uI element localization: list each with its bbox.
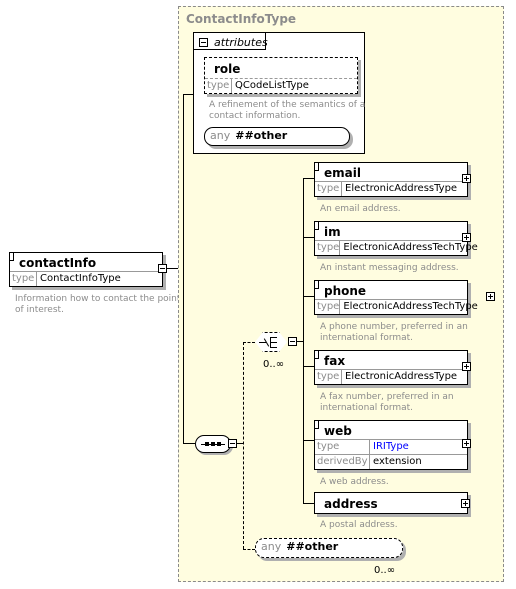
connector-line: [303, 296, 314, 297]
sequence-dot-icon: [205, 442, 209, 446]
connector-line: [297, 341, 303, 342]
any-label: any: [210, 129, 231, 142]
attributes-label: attributes: [214, 36, 268, 49]
element-marker-icon: [315, 351, 319, 359]
element-name: address: [324, 497, 378, 511]
type-value: QCodeListType: [235, 80, 309, 91]
expand-icon[interactable]: [462, 439, 471, 448]
any-occurrence: 0..∞: [374, 565, 396, 576]
connector-line: [303, 178, 314, 179]
connector-line-dashed: [243, 342, 255, 343]
expand-icon[interactable]: [486, 292, 495, 301]
type-label: type: [205, 79, 232, 93]
element-doc: A postal address.: [320, 520, 398, 530]
connector-line: [303, 440, 314, 441]
connector-line: [303, 366, 314, 367]
element-marker-icon: [10, 253, 14, 261]
type-value: ContactInfoType: [40, 273, 121, 284]
sequence-compositor[interactable]: [195, 435, 231, 453]
type-label: type: [315, 370, 342, 384]
element-web[interactable]: web type IRIType derivedBy extension: [314, 420, 468, 470]
expand-icon[interactable]: [462, 233, 471, 242]
connector-line: [183, 94, 193, 95]
collapse-attributes-icon[interactable]: [199, 38, 208, 47]
sequence-dot-icon: [211, 442, 215, 446]
derived-label: derivedBy: [315, 455, 370, 469]
collapse-sequence-icon[interactable]: [228, 439, 237, 448]
element-doc: An instant messaging address.: [320, 263, 459, 273]
element-name: email: [324, 166, 361, 180]
element-name: fax: [324, 354, 346, 368]
expand-icon[interactable]: [462, 174, 471, 183]
choice-compositor[interactable]: [255, 332, 287, 352]
element-name: phone: [324, 284, 367, 298]
any-value: ##other: [286, 540, 339, 553]
element-im[interactable]: im type ElectronicAddressTechType: [314, 221, 478, 256]
type-value[interactable]: IRIType: [373, 441, 409, 452]
choice-switch-icon: [259, 342, 266, 343]
expand-icon[interactable]: [462, 362, 471, 371]
element-fax[interactable]: fax type ElectronicAddressType: [314, 350, 468, 385]
connector-line-dashed: [243, 549, 255, 550]
type-value: ElectronicAddressType: [345, 183, 458, 194]
element-marker-icon: [315, 222, 319, 230]
element-address[interactable]: address: [314, 492, 468, 514]
choice-occurrence: 0..∞: [263, 359, 285, 370]
connector-line: [237, 443, 243, 444]
complex-type-title: ContactInfoType: [186, 12, 297, 26]
type-label: type: [317, 300, 341, 314]
element-doc: A web address.: [320, 477, 389, 487]
connector-line: [303, 237, 314, 238]
derived-value: extension: [373, 456, 422, 467]
type-label: type: [317, 241, 341, 255]
connector-line: [303, 178, 304, 503]
connector-line: [167, 268, 183, 269]
element-doc: An email address.: [320, 204, 401, 214]
attribute-role[interactable]: role type QCodeListType: [204, 57, 358, 94]
any-label: any: [261, 540, 282, 553]
attributes-tab[interactable]: [194, 33, 266, 50]
collapse-choice-icon[interactable]: [288, 337, 297, 346]
attribute-name: role: [214, 62, 241, 76]
element-marker-icon: [315, 421, 319, 429]
type-label: type: [315, 182, 342, 196]
connector-line: [303, 503, 314, 504]
connector-line: [183, 443, 195, 444]
element-name: contactInfo: [19, 256, 97, 270]
element-contactinfo[interactable]: contactInfo type ContactInfoType: [9, 252, 163, 287]
any-attribute[interactable]: any ##other: [204, 127, 350, 146]
element-email[interactable]: email type ElectronicAddressType: [314, 162, 468, 197]
connector-line: [183, 94, 184, 444]
type-label: type: [10, 272, 37, 286]
collapse-icon[interactable]: [158, 264, 167, 273]
type-value: ElectronicAddressTechType: [343, 301, 478, 312]
element-name: web: [324, 424, 352, 438]
type-label: type: [315, 440, 370, 454]
element-phone[interactable]: phone type ElectronicAddressTechType: [314, 280, 478, 315]
element-name: im: [324, 225, 341, 239]
type-value: ElectronicAddressTechType: [343, 242, 478, 253]
expand-icon[interactable]: [461, 499, 470, 508]
element-marker-icon: [315, 163, 319, 171]
type-value: ElectronicAddressType: [345, 371, 458, 382]
connector-line-dashed: [243, 342, 244, 549]
any-element[interactable]: any ##other: [255, 538, 403, 558]
any-value: ##other: [235, 129, 288, 142]
sequence-dot-icon: [217, 442, 221, 446]
element-marker-icon: [315, 281, 319, 289]
